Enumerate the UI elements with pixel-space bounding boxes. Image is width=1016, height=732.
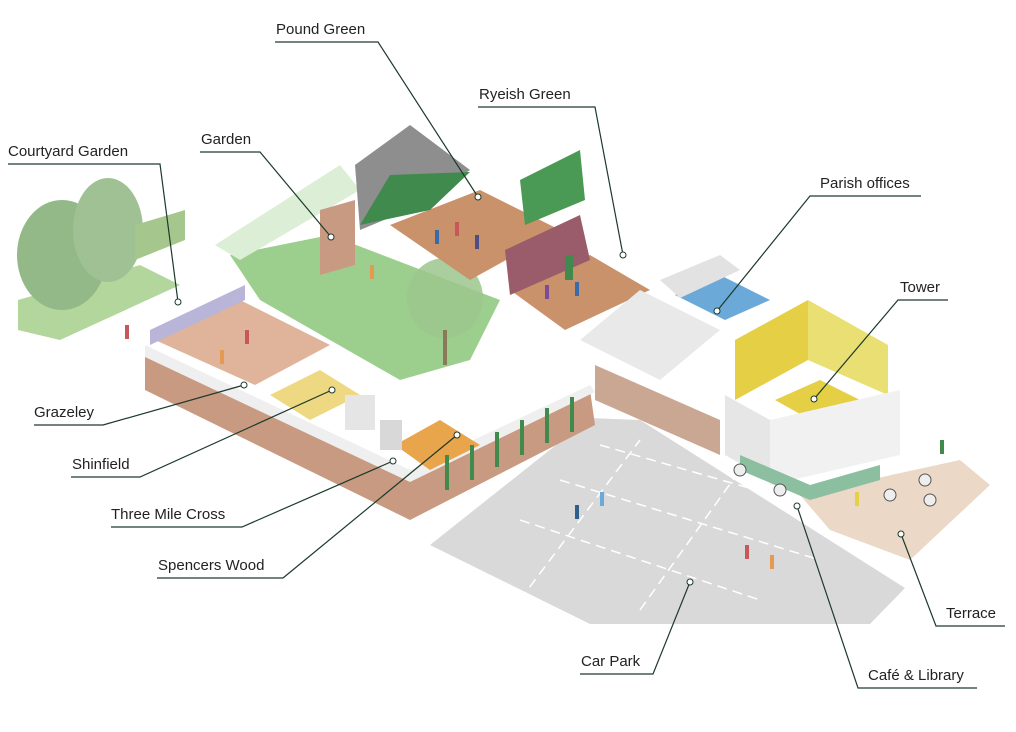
tower-right-wall — [808, 300, 888, 395]
leader-cafe-library — [796, 505, 977, 689]
leader-three-mile-cross — [111, 460, 394, 528]
label-spencers-wood: Spencers Wood — [158, 557, 265, 574]
tree-right — [73, 178, 143, 282]
label-terrace: Terrace — [946, 605, 997, 622]
pound-green-wall — [320, 200, 355, 275]
label-three-mile-cross: Three Mile Cross — [111, 506, 226, 523]
leader-courtyard-garden — [8, 163, 179, 303]
tower-body-left — [725, 395, 770, 480]
leader-parish-offices — [716, 195, 921, 312]
car-park-paving — [430, 418, 905, 624]
cafe-glazing — [740, 455, 880, 500]
ryeish-green-roof — [520, 150, 585, 225]
tower-left-wall — [735, 300, 808, 400]
leader-shinfield — [71, 389, 333, 478]
label-garden: Garden — [201, 131, 252, 148]
grazeley-back-wall — [150, 285, 245, 345]
label-courtyard-garden: Courtyard Garden — [8, 143, 129, 160]
label-car-park: Car Park — [581, 653, 641, 670]
leader-car-park — [580, 581, 691, 675]
courtyard-garden-area — [18, 265, 180, 340]
label-grazeley: Grazeley — [34, 404, 95, 421]
central-link-wall — [595, 365, 720, 455]
garden-glazing — [215, 165, 360, 260]
window-fins — [445, 397, 574, 490]
leader-tower — [813, 299, 948, 400]
label-shinfield: Shinfield — [72, 456, 130, 473]
front-wall — [145, 355, 410, 520]
leader-grazeley — [34, 384, 245, 426]
leader-ryeish-green — [478, 106, 624, 256]
leader-spencers-wood — [157, 434, 458, 579]
leader-pound-green — [275, 41, 479, 198]
garden-lawn — [230, 235, 500, 380]
front-wall-top — [145, 345, 595, 482]
garden-tree — [407, 258, 483, 338]
people — [125, 222, 944, 569]
cafe-tables — [733, 463, 937, 507]
label-parish-offices: Parish offices — [820, 175, 910, 192]
leader-lines — [8, 41, 1005, 689]
label-pound-green: Pound Green — [276, 21, 366, 38]
parish-offices-wall — [660, 255, 740, 298]
label-ryeish-green: Ryeish Green — [479, 86, 571, 103]
label-tower: Tower — [900, 279, 941, 296]
hedge — [135, 210, 185, 260]
label-cafe-library: Café & Library — [868, 667, 964, 684]
pound-green-roof-green — [360, 172, 470, 225]
central-link-roof — [580, 290, 720, 380]
tower-body-right — [770, 390, 900, 485]
ryeish-green-wall — [505, 215, 590, 295]
leader-terrace — [900, 533, 1005, 627]
leader-dots — [174, 193, 905, 586]
leader-garden — [200, 151, 332, 238]
ryeish-green-floor — [510, 255, 650, 330]
